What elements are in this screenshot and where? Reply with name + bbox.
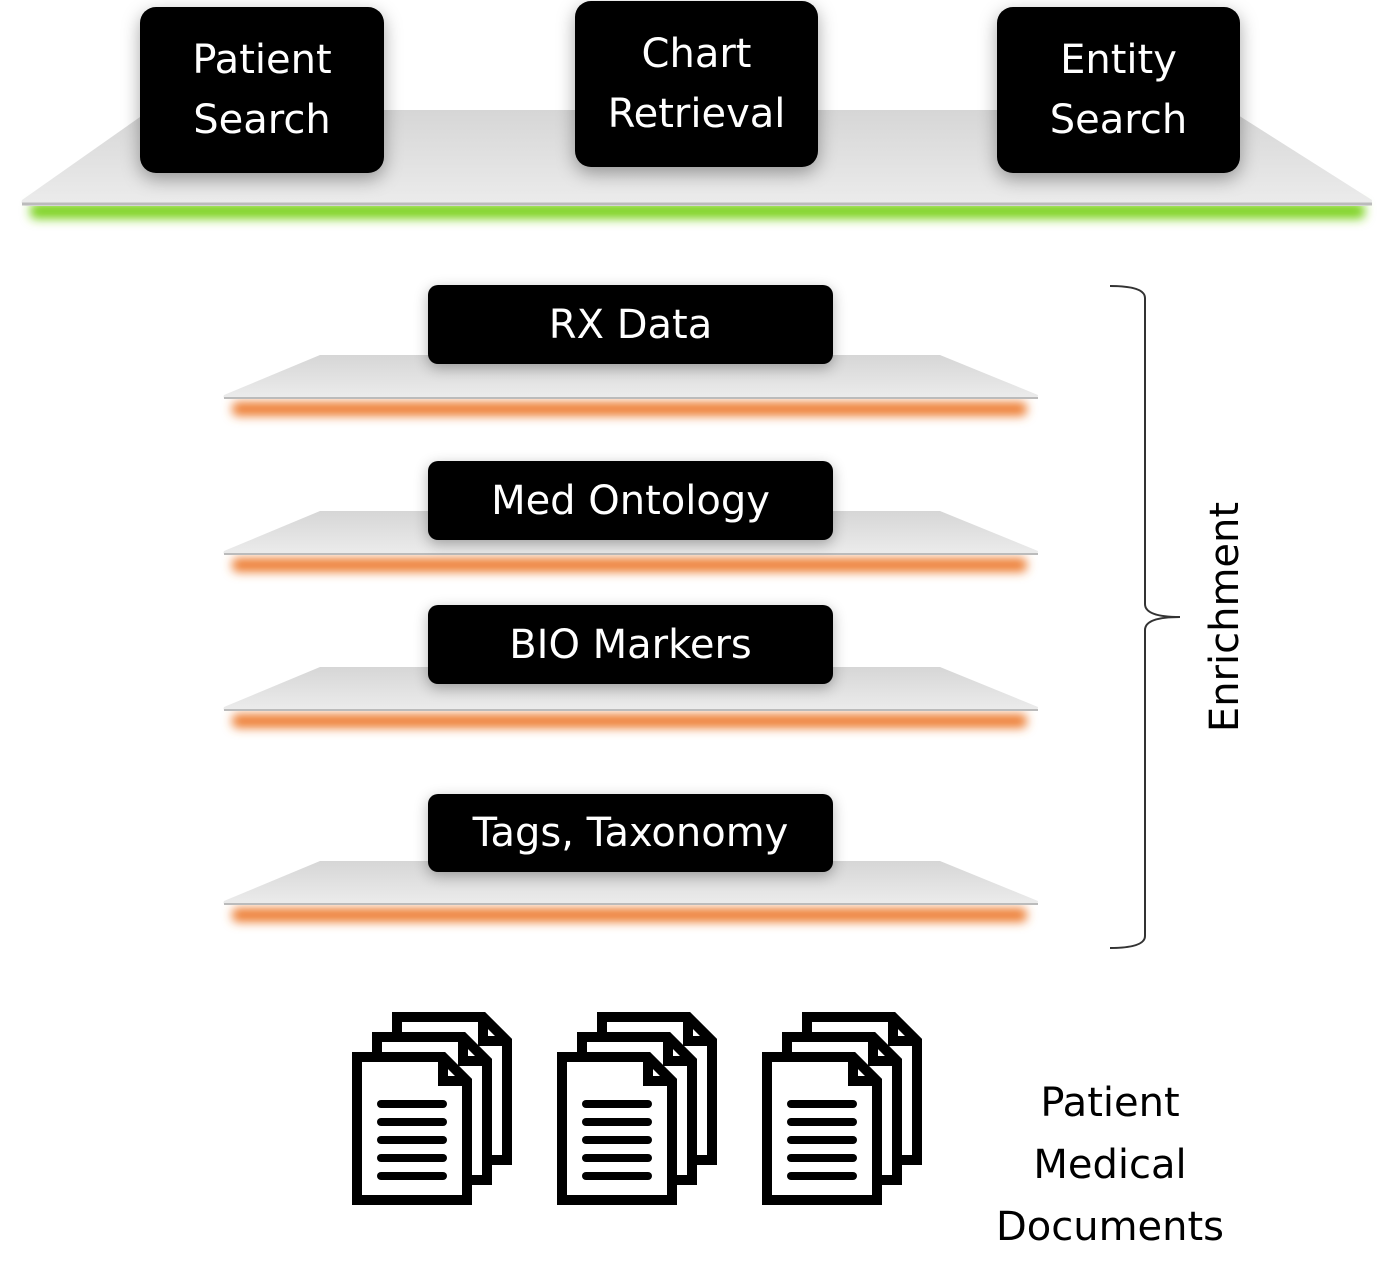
bio-markers-label: BIO Markers bbox=[428, 605, 833, 684]
rx-data-label: RX Data bbox=[428, 285, 833, 364]
box-label-line: Search bbox=[193, 97, 331, 143]
enrichment-bracket bbox=[1109, 285, 1181, 949]
box-label-line: Patient bbox=[192, 37, 332, 83]
document-stack-icon bbox=[357, 1017, 507, 1200]
documents-label-line: Medical bbox=[1033, 1142, 1187, 1188]
document-stack-icon bbox=[562, 1017, 712, 1200]
documents-label: Patient Medical Documents bbox=[980, 1072, 1240, 1258]
box-label-line: Retrieval bbox=[607, 91, 786, 137]
enrichment-platform-1 bbox=[223, 355, 1038, 416]
box-label-line: Entity bbox=[1060, 37, 1177, 83]
box-label-line: Chart bbox=[641, 31, 752, 77]
top-platform-glow bbox=[30, 203, 1365, 219]
enrichment-platform-4 bbox=[223, 861, 1038, 922]
tags-taxonomy-label: Tags, Taxonomy bbox=[428, 794, 833, 872]
enrichment-label: Enrichment bbox=[1202, 501, 1248, 733]
med-ontology-label: Med Ontology bbox=[428, 461, 833, 540]
documents-label-line: Documents bbox=[995, 1204, 1225, 1250]
box-label-line: Search bbox=[1049, 97, 1188, 143]
enrichment-platform-3 bbox=[223, 667, 1038, 728]
document-stack-icon bbox=[767, 1017, 917, 1200]
documents-label-line: Patient bbox=[1040, 1080, 1180, 1126]
